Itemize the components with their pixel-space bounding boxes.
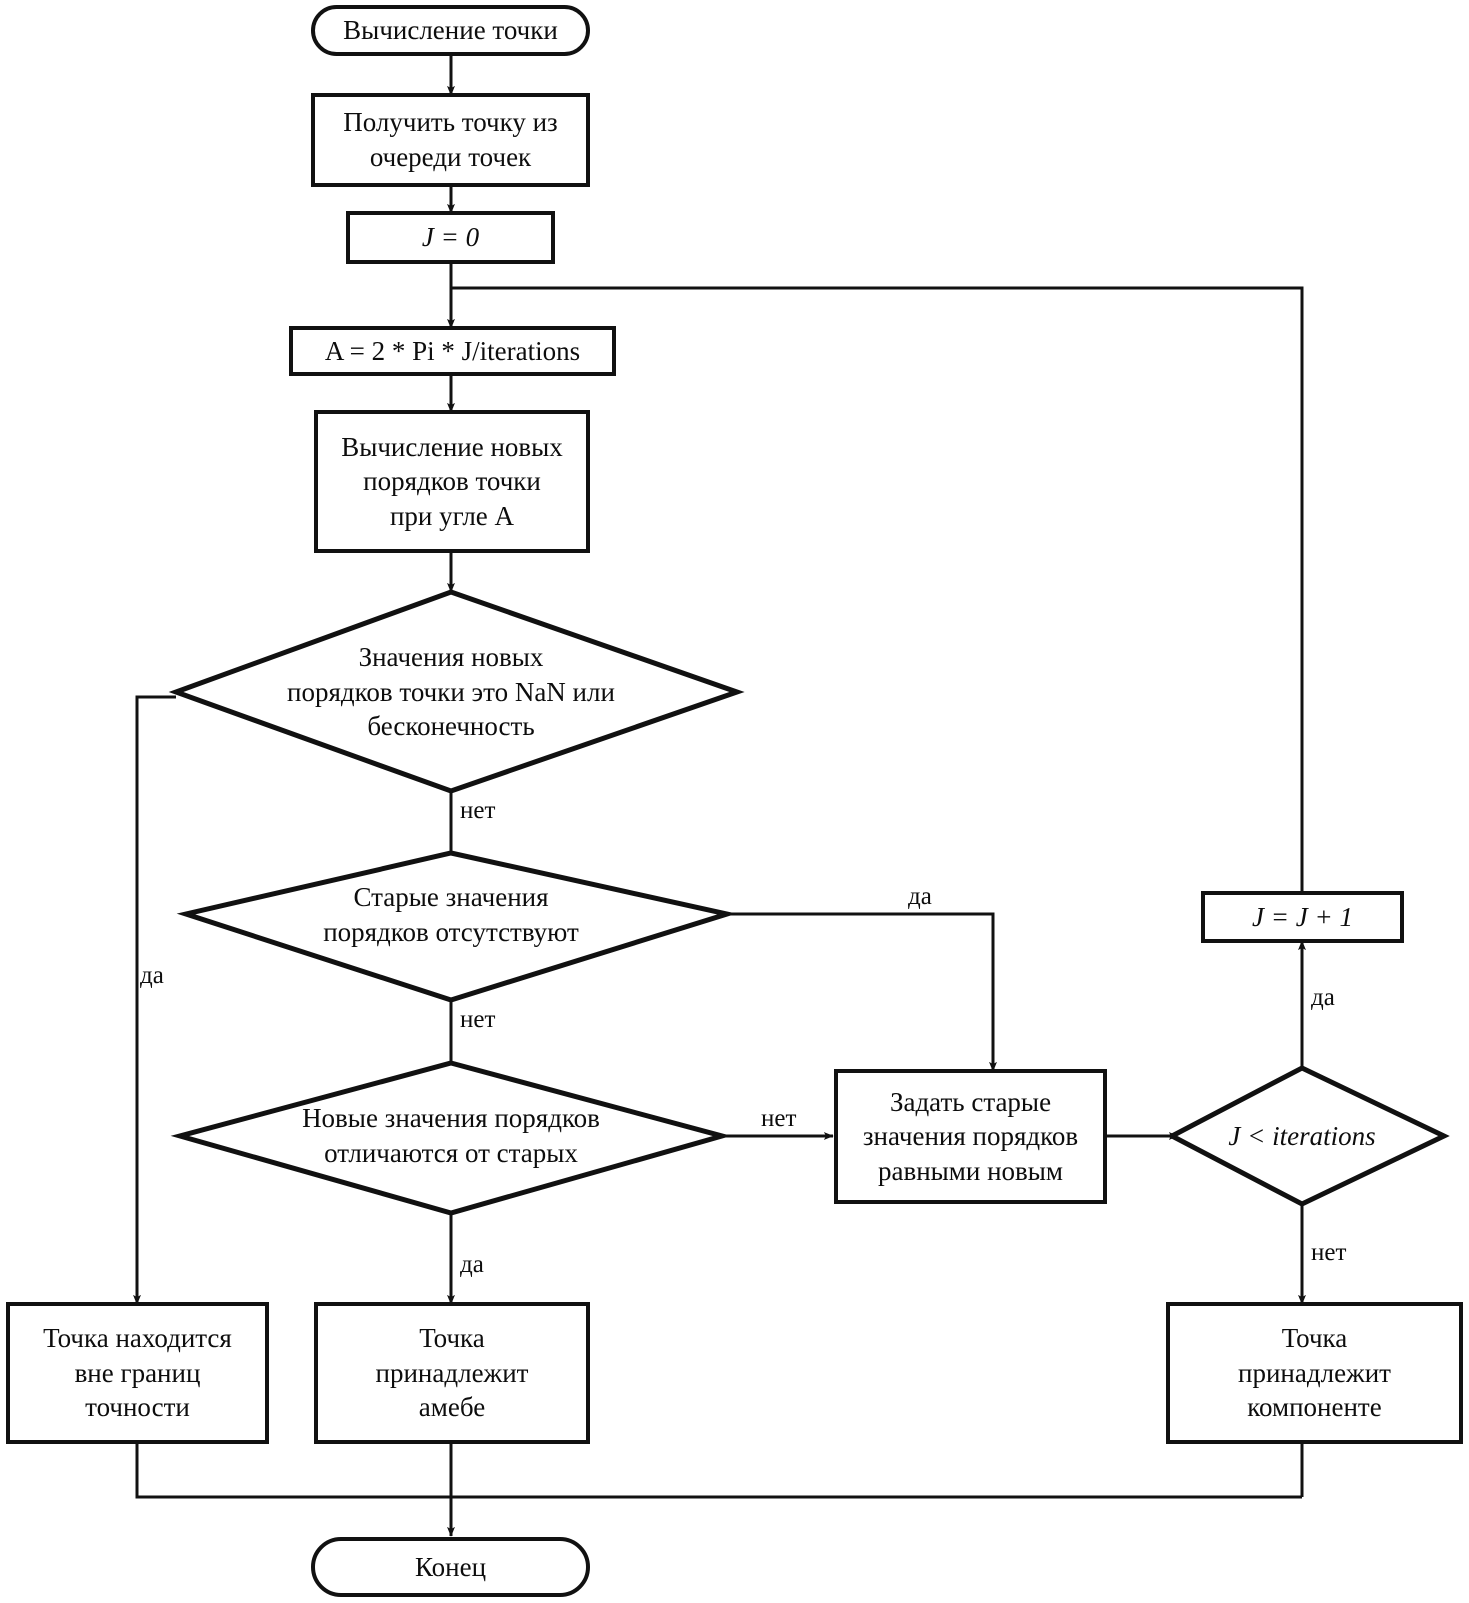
node-set-old[interactable] bbox=[834, 1069, 1107, 1204]
node-init-j[interactable] bbox=[346, 211, 555, 264]
edge-label-check-old-yes: да bbox=[908, 883, 932, 910]
node-check-old[interactable] bbox=[176, 850, 737, 1003]
node-start[interactable] bbox=[311, 5, 590, 56]
node-incr-j[interactable] bbox=[1201, 891, 1404, 943]
edge-label-check-iter-no: нет bbox=[1311, 1239, 1347, 1266]
edge-label-check-iter-yes: да bbox=[1311, 984, 1335, 1011]
node-out-of-precision[interactable] bbox=[6, 1302, 269, 1444]
edge-check-old-yes bbox=[727, 912, 997, 1072]
node-get-point[interactable] bbox=[311, 93, 590, 187]
edge-out-of-prec-to-bus bbox=[135, 1442, 1302, 1499]
node-check-diff[interactable] bbox=[170, 1060, 732, 1216]
node-in-amoeba[interactable] bbox=[314, 1302, 590, 1444]
connectors-group bbox=[133, 54, 1306, 1537]
node-calc-angle[interactable] bbox=[289, 326, 616, 376]
node-calc-orders[interactable] bbox=[314, 410, 590, 553]
node-in-component[interactable] bbox=[1166, 1302, 1463, 1444]
node-check-nan[interactable] bbox=[168, 589, 745, 794]
edge-label-check-diff-yes: да bbox=[460, 1251, 484, 1278]
edge-label-check-diff-no: нет bbox=[761, 1105, 797, 1132]
node-check-iter[interactable] bbox=[1166, 1065, 1450, 1207]
node-end[interactable] bbox=[311, 1537, 590, 1597]
edge-label-check-nan-yes: да bbox=[140, 962, 164, 989]
edge-label-check-nan-no: нет bbox=[460, 797, 496, 824]
edge-check-nan-yes bbox=[133, 695, 176, 1305]
edge-feedback-loop bbox=[451, 286, 1304, 893]
edge-label-check-old-no: нет bbox=[460, 1006, 496, 1033]
